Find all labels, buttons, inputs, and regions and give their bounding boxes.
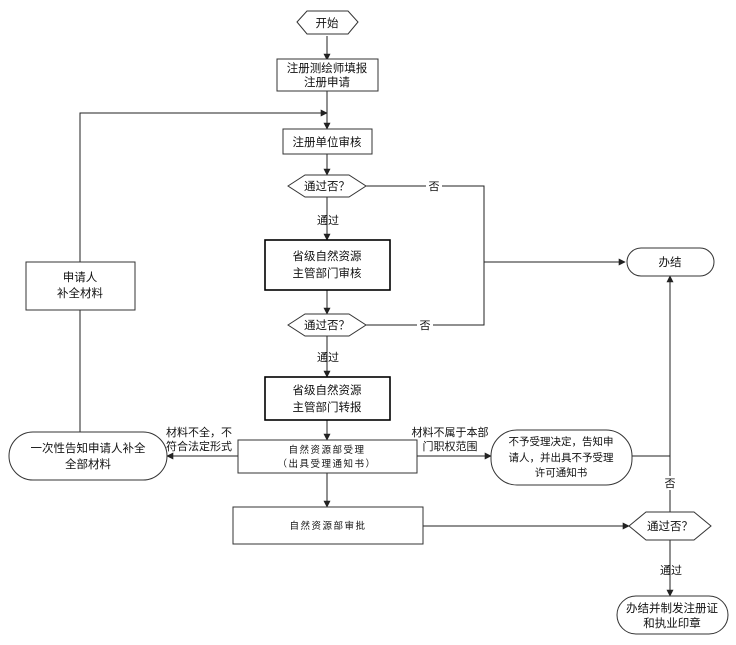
final-node: 办结并制发注册证 和执业印章 xyxy=(616,595,729,635)
edge-label-yes1: 通过 xyxy=(317,214,339,227)
register-node: 注册测绘师填报 注册申请 xyxy=(276,58,379,92)
province-forward-label-line2: 主管部门转报 xyxy=(293,400,362,414)
decision2-node: 通过否？ xyxy=(287,313,367,337)
edge-decision1-no xyxy=(366,185,485,262)
supplement-label-line1: 申请人 xyxy=(63,270,98,284)
supplement-label-line2: 补全材料 xyxy=(57,286,103,300)
edge-label-incomplete-line2: 符合法定形式 xyxy=(166,439,232,453)
accept-node: 自然资源部受理 （出具受理通知书） xyxy=(237,439,418,474)
notify-label-line1: 一次性告知申请人补全 xyxy=(31,441,146,455)
decision1-label: 通过否？ xyxy=(304,179,350,193)
reject-label-line2: 请人，并出具不予受理 xyxy=(509,451,614,464)
finish-label: 办结 xyxy=(659,255,682,269)
edge-labels: 否 通过 否 通过 材料不全，不 符合法定形式 材料不属于本部 门职权范围 否 … xyxy=(166,179,682,577)
edge-label-no2: 否 xyxy=(420,319,431,332)
unit-review-node: 注册单位审核 xyxy=(282,128,373,155)
unit-review-label: 注册单位审核 xyxy=(293,135,362,149)
edge-label-yes2: 通过 xyxy=(317,351,339,364)
edge-label-outscope-line1: 材料不属于本部 xyxy=(412,425,489,439)
notify-node: 一次性告知申请人补全 全部材料 xyxy=(8,431,168,481)
approve-node: 自然资源部审批 xyxy=(232,506,424,545)
decision3-node: 通过否？ xyxy=(628,511,712,541)
edge-label-outscope-line2: 门职权范围 xyxy=(423,439,478,453)
edge-label-no3: 否 xyxy=(665,477,676,490)
edge-label-yes3: 通过 xyxy=(660,564,682,577)
province-forward-label-line1: 省级自然资源 xyxy=(293,383,362,397)
province-review-node: 省级自然资源 主管部门审核 xyxy=(264,239,391,291)
decision2-label: 通过否？ xyxy=(304,318,350,332)
final-label-line1: 办结并制发注册证 xyxy=(626,601,718,615)
accept-label-line1: 自然资源部受理 xyxy=(288,444,365,456)
reject-label-line1: 不予受理决定，告知申 xyxy=(509,435,614,448)
reject-label-line3: 许可通知书 xyxy=(535,466,588,479)
accept-label-line2: （出具受理通知书） xyxy=(277,458,376,470)
edge-label-incomplete-line1: 材料不全，不 xyxy=(166,425,232,439)
start-label: 开始 xyxy=(316,16,339,30)
province-review-label-line1: 省级自然资源 xyxy=(293,249,362,263)
supplement-node: 申请人 补全材料 xyxy=(25,261,136,311)
start-node: 开始 xyxy=(296,10,359,35)
approve-label: 自然资源部审批 xyxy=(289,520,366,532)
register-label-line2: 注册申请 xyxy=(304,75,350,89)
reject-node: 不予受理决定，告知申 请人，并出具不予受理 许可通知书 xyxy=(490,429,633,486)
decision3-label: 通过否？ xyxy=(647,519,693,533)
notify-label-line2: 全部材料 xyxy=(65,457,111,471)
decision1-node: 通过否？ xyxy=(287,174,367,198)
register-label-line1: 注册测绘师填报 xyxy=(287,61,368,75)
edge-supplement-loop xyxy=(79,109,328,262)
province-review-label-line2: 主管部门审核 xyxy=(293,266,362,280)
edge-label-no1: 否 xyxy=(429,180,440,193)
province-forward-node: 省级自然资源 主管部门转报 xyxy=(264,376,391,421)
edge-decision2-no xyxy=(366,262,485,326)
connectors xyxy=(79,36,674,597)
finish-node: 办结 xyxy=(626,247,715,277)
final-label-line2: 和执业印章 xyxy=(643,616,701,630)
